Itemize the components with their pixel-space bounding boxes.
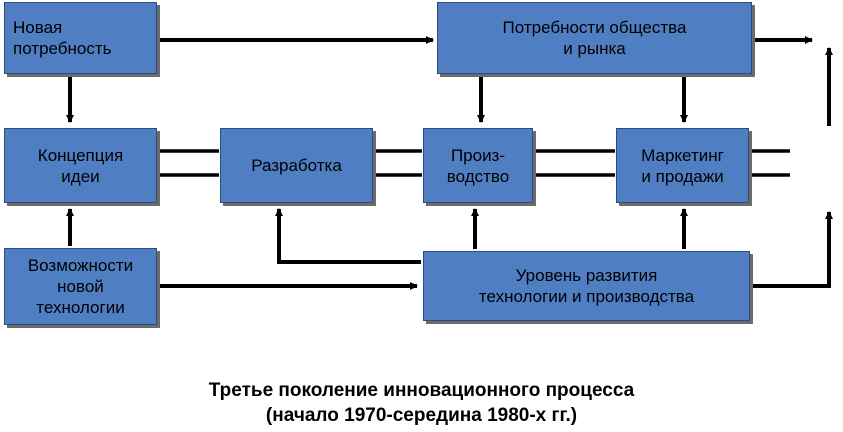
box-production: Произ- водство <box>423 128 533 203</box>
box-concept-label: Концепция идеи <box>37 145 124 186</box>
box-production-label: Произ- водство <box>446 145 510 186</box>
box-marketing-sales: Маркетинг и продажи <box>616 128 749 203</box>
box-needs-label: Потребности общества и рынка <box>502 18 687 58</box>
box-marketing-label: Маркетинг и продажи <box>641 145 724 186</box>
box-tech-production-level: Уровень развития технологии и производст… <box>423 251 750 321</box>
arrow-level-to-development <box>275 208 421 264</box>
box-new-need-label: Новая потребность <box>13 18 112 58</box>
box-idea-concept: Концепция идеи <box>4 128 157 203</box>
diagram-caption: Третье поколение инновационного процесса… <box>0 378 843 428</box>
box-technology-label: Возможности новой технологии <box>27 256 134 317</box>
box-society-market-needs: Потребности общества и рынка <box>437 2 752 74</box>
caption-line-1: Третье поколение инновационного процесса <box>208 380 635 401</box>
box-new-need: Новая потребность <box>4 2 157 74</box>
box-new-technology: Возможности новой технологии <box>4 248 157 325</box>
box-development: Разработка <box>220 128 373 203</box>
box-level-label: Уровень развития технологии и производст… <box>478 266 695 306</box>
box-development-label: Разработка <box>251 156 342 175</box>
arrow-level-to-right-up <box>753 211 833 288</box>
caption-line-2: (начало 1970-середина 1980-х гг.) <box>265 405 578 426</box>
